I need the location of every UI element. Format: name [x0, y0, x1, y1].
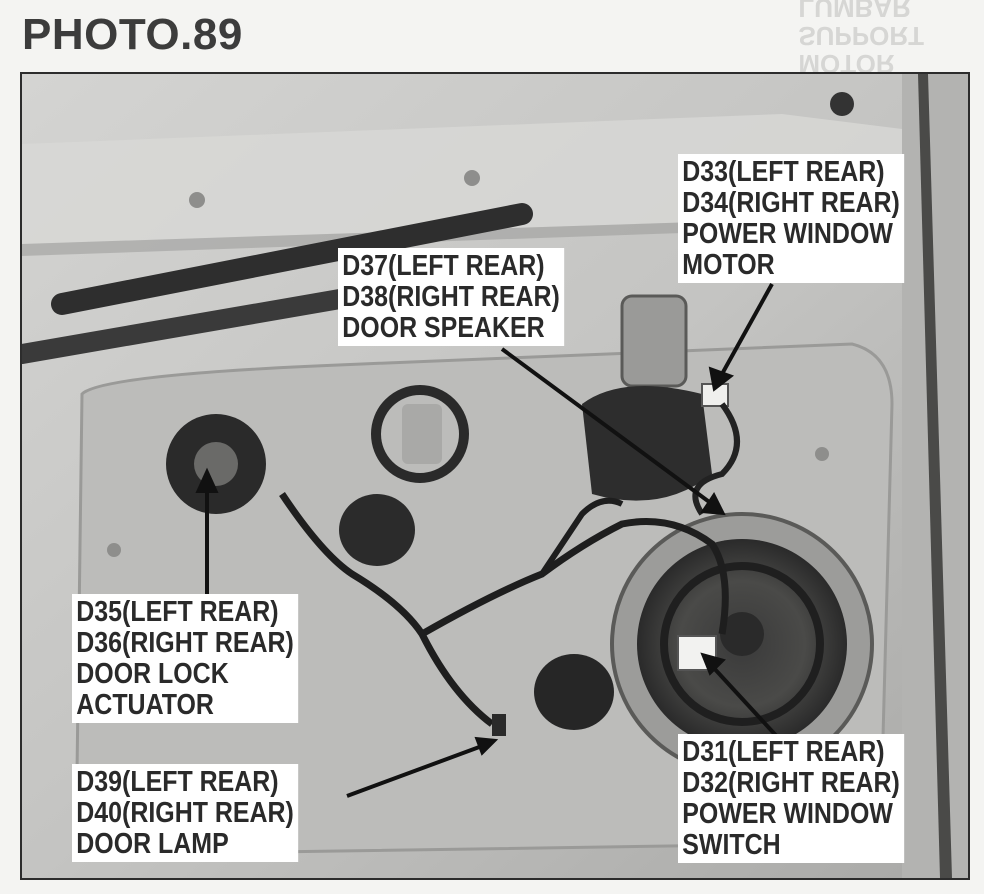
panel-plug	[339, 494, 415, 566]
window-tube-upper	[51, 203, 533, 315]
arrowhead-lock	[195, 467, 219, 493]
speaker-ring	[660, 562, 824, 726]
motor-body	[620, 294, 688, 388]
page-title: PHOTO.89	[22, 10, 243, 59]
callout-line: MOTOR	[682, 249, 775, 281]
callout-arrows	[195, 283, 784, 798]
panel-plug	[534, 654, 614, 730]
switch-connector	[677, 635, 717, 671]
callout-line: DOOR SPEAKER	[342, 312, 545, 344]
arrow-switch	[710, 664, 784, 744]
arrow-lamp	[346, 744, 483, 798]
callout-line: D34(RIGHT REAR)	[682, 187, 900, 219]
ghost-line-3: LUMBAR	[798, 0, 911, 23]
callout-line: SWITCH	[682, 829, 781, 861]
callout-line: D36(RIGHT REAR)	[76, 627, 294, 659]
callout-line: D39(LEFT REAR)	[76, 766, 279, 798]
arrowhead-lamp	[474, 736, 499, 756]
callout-door-lock-actuator: D35(LEFT REAR) D36(RIGHT REAR) DOOR LOCK…	[72, 594, 299, 723]
callout-door-lamp: D39(LEFT REAR) D40(RIGHT REAR) DOOR LAMP	[72, 764, 299, 862]
callout-line: DOOR LAMP	[76, 828, 229, 860]
callout-line: D38(RIGHT REAR)	[342, 281, 560, 313]
wire-harness	[539, 497, 624, 576]
arrowhead-motor	[708, 366, 735, 392]
callout-power-window-motor: D33(LEFT REAR) D34(RIGHT REAR) POWER WIN…	[678, 154, 905, 283]
service-hole-ring	[371, 385, 469, 483]
service-bracket	[402, 404, 442, 464]
motor-gear	[582, 386, 712, 501]
ghost-line-2: SUPPORT	[798, 21, 924, 51]
callout-line: DOOR LOCK	[76, 658, 229, 690]
callout-line: D35(LEFT REAR)	[76, 596, 279, 628]
callout-line: D31(LEFT REAR)	[682, 736, 885, 768]
arrowhead-speaker	[700, 492, 726, 516]
arrowhead-switch	[700, 652, 726, 676]
callout-line: D37(LEFT REAR)	[342, 250, 545, 282]
bolt	[815, 447, 829, 461]
callout-door-speaker: D37(LEFT REAR) D38(RIGHT REAR) DOOR SPEA…	[338, 248, 565, 346]
lock-grommet-inner	[194, 442, 238, 486]
speaker-cap	[720, 612, 764, 656]
bleed-through-text: MOTOR SUPPORT LUMBAR	[798, 0, 924, 79]
callout-line: D33(LEFT REAR)	[682, 156, 885, 188]
callout-line: ACTUATOR	[76, 689, 214, 721]
callout-line: D32(RIGHT REAR)	[682, 767, 900, 799]
bolt	[464, 170, 480, 186]
bolt	[107, 543, 121, 557]
page-header: PHOTO.89 MOTOR SUPPORT LUMBAR	[0, 0, 984, 79]
bolt	[189, 192, 205, 208]
wire-harness	[279, 492, 729, 727]
callout-line: POWER WINDOW	[682, 218, 893, 250]
callout-line: D40(RIGHT REAR)	[76, 797, 294, 829]
callout-power-window-switch: D31(LEFT REAR) D32(RIGHT REAR) POWER WIN…	[678, 734, 905, 863]
door-photo: D33(LEFT REAR) D34(RIGHT REAR) POWER WIN…	[20, 72, 970, 880]
bolt	[830, 92, 854, 116]
motor-wire	[692, 402, 740, 516]
callout-line: POWER WINDOW	[682, 798, 893, 830]
arrow-motor	[720, 283, 774, 375]
door-seal	[918, 74, 952, 878]
lamp-connector	[492, 714, 506, 736]
arrow-speaker	[500, 347, 714, 506]
